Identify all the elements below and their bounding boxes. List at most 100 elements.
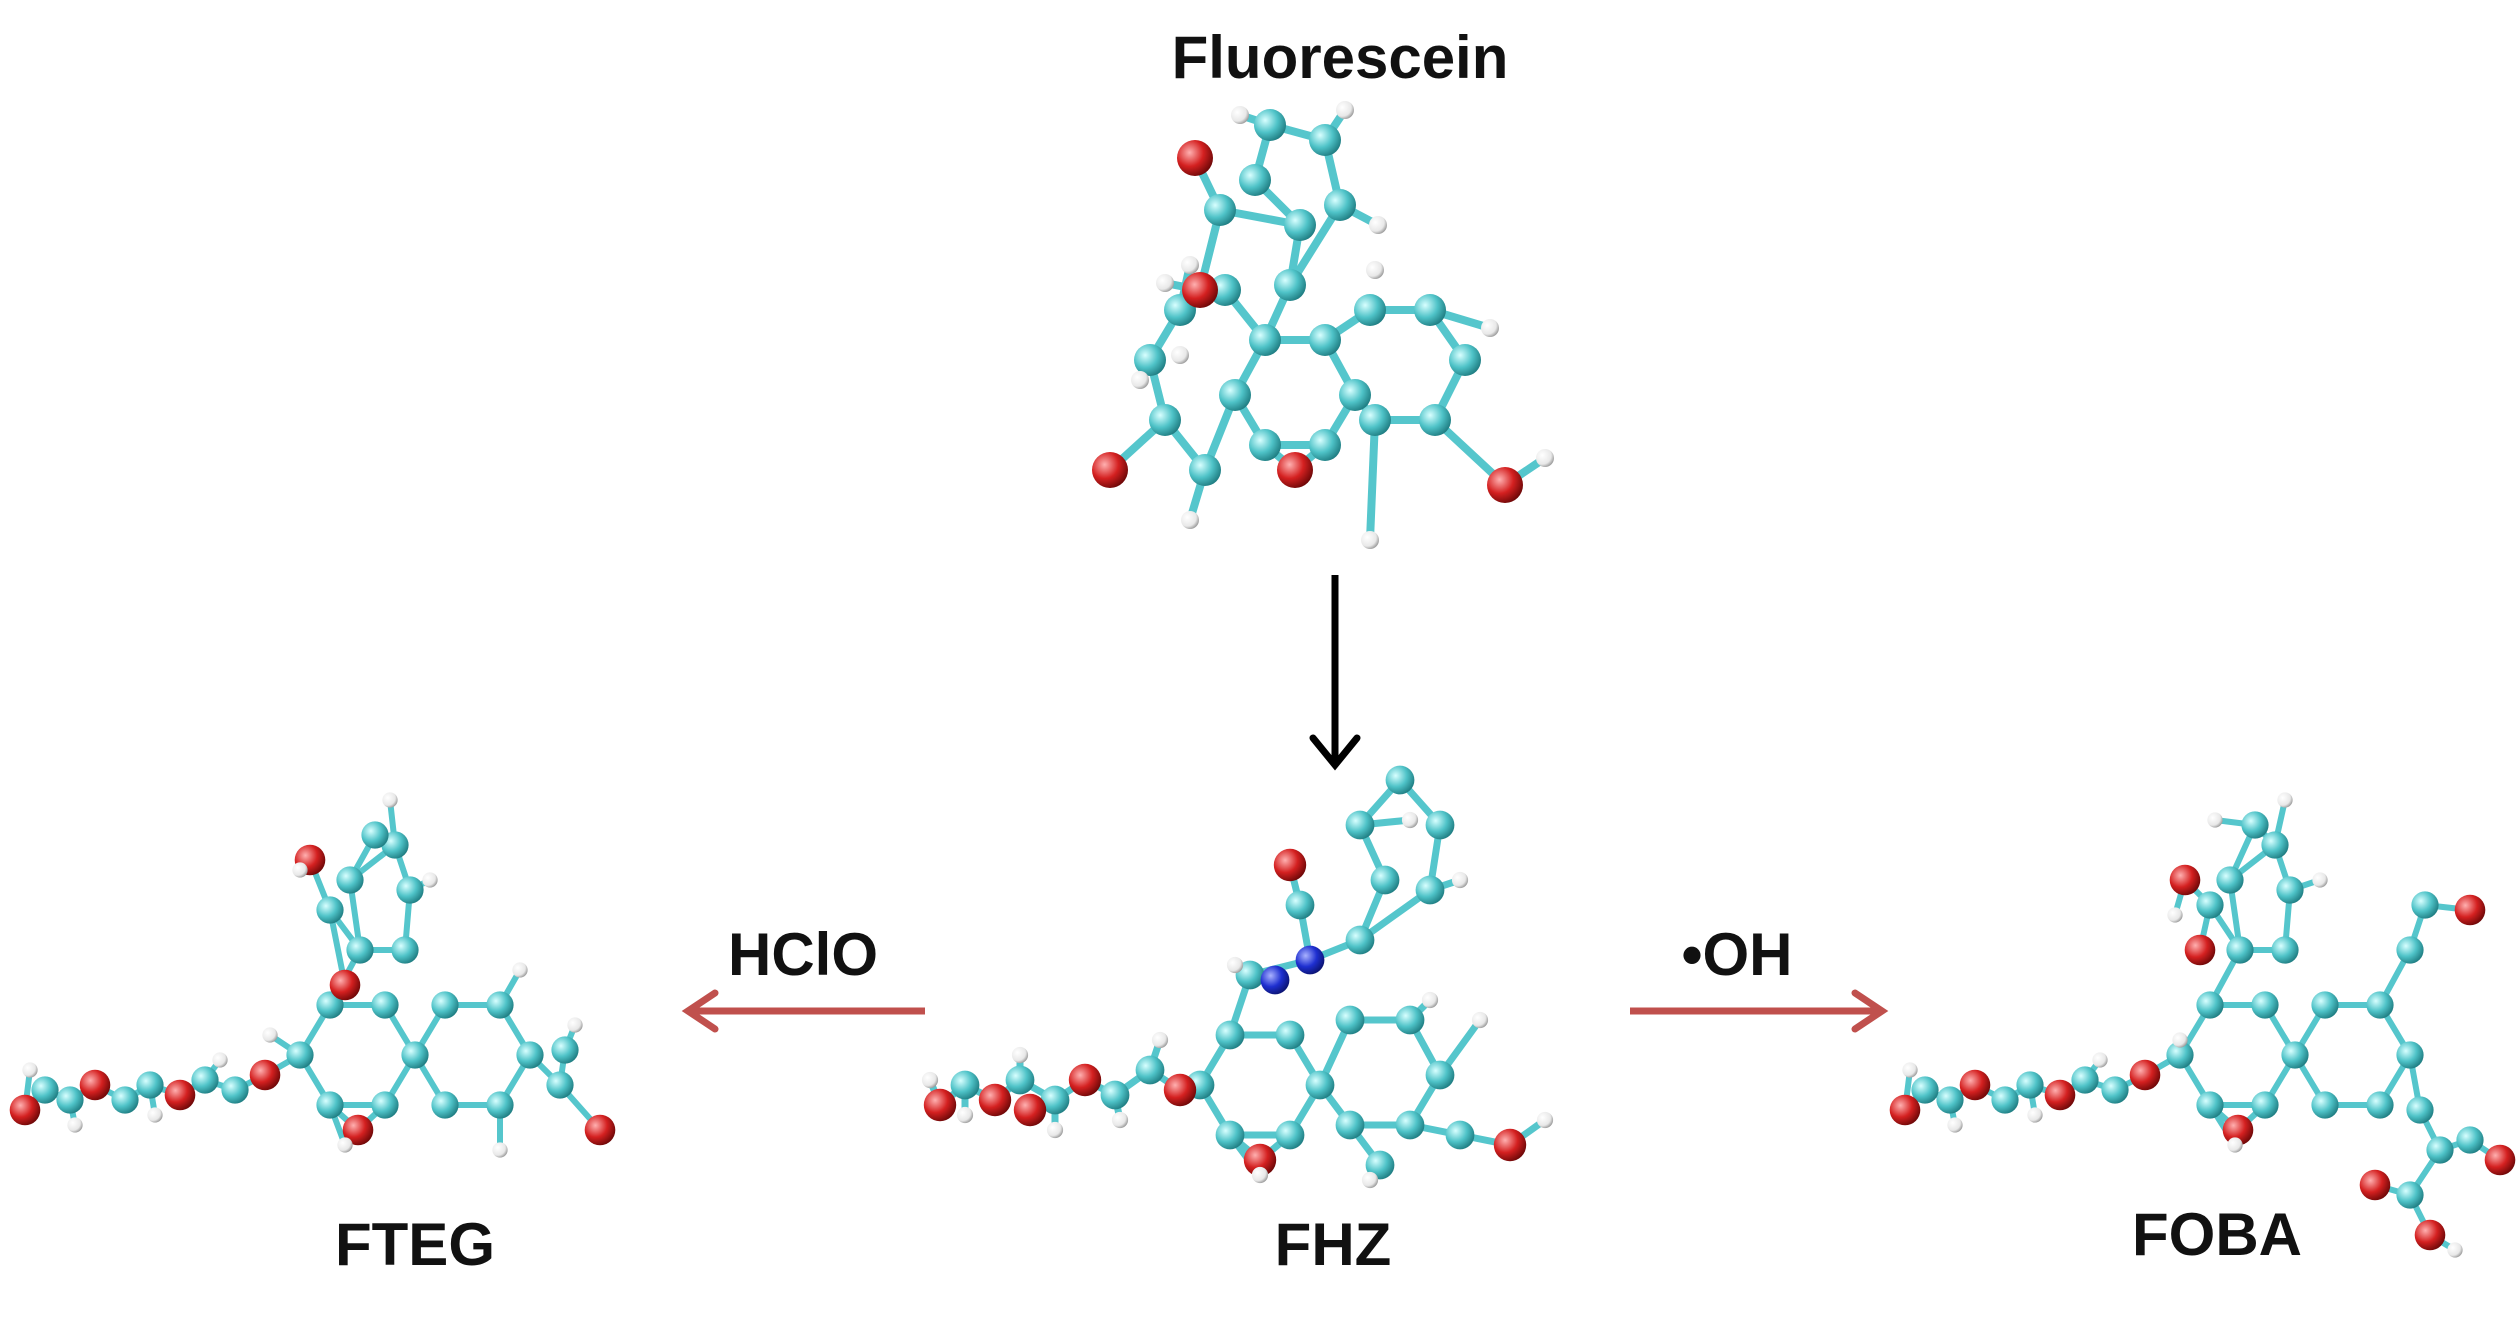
- arrow-down-icon: [1309, 575, 1361, 771]
- hclo-reagent-label: HClO: [728, 921, 878, 988]
- carbon-atom: [2261, 831, 2289, 859]
- carbon-atom: [1249, 429, 1281, 461]
- carbon-atom: [516, 1041, 544, 1069]
- carbon-atom: [1345, 925, 1375, 955]
- oxygen-atom: [1068, 1063, 1102, 1097]
- carbon-atom: [1385, 765, 1415, 795]
- carbon-atom: [2456, 1126, 2484, 1154]
- carbon-atom: [1100, 1080, 1130, 1110]
- carbon-atom: [431, 1091, 459, 1119]
- hydrogen-atom: [1336, 101, 1354, 119]
- atoms: [1889, 792, 2516, 1258]
- carbon-atom: [316, 1091, 344, 1119]
- hydrogen-atom: [1401, 811, 1419, 829]
- carbon-atom: [2271, 936, 2299, 964]
- carbon-atom: [2396, 1181, 2424, 1209]
- carbon-atom: [31, 1076, 59, 1104]
- oxygen-atom: [79, 1069, 111, 1101]
- oxygen-atom: [2222, 1114, 2254, 1146]
- oxygen-atom: [342, 1114, 374, 1146]
- carbon-atom: [1135, 1055, 1165, 1085]
- carbon-atom: [111, 1086, 139, 1114]
- hydrogen-atom: [1366, 261, 1384, 279]
- carbon-atom: [2196, 891, 2224, 919]
- hydrogen-atom: [956, 1106, 974, 1124]
- carbon-atom: [336, 866, 364, 894]
- carbon-atom: [1189, 454, 1221, 486]
- carbon-atom: [1395, 1005, 1425, 1035]
- carbon-atom: [2216, 866, 2244, 894]
- oxygen-atom: [2044, 1079, 2076, 1111]
- carbon-atom: [2166, 1041, 2194, 1069]
- oxygen-atom: [584, 1114, 616, 1146]
- carbon-atom: [56, 1086, 84, 1114]
- carbon-atom: [346, 936, 374, 964]
- carbon-atom: [1204, 194, 1236, 226]
- hydrogen-atom: [1361, 1171, 1379, 1189]
- carbon-atom: [2241, 811, 2269, 839]
- carbon-atom: [1215, 1020, 1245, 1050]
- fhz-molecule: [921, 765, 1554, 1189]
- oxygen-atom: [1243, 1143, 1277, 1177]
- arrow-left-icon: [681, 989, 925, 1033]
- oxygen-atom: [1487, 467, 1523, 503]
- carbon-atom: [551, 1036, 579, 1064]
- carbon-atom: [1309, 124, 1341, 156]
- carbon-atom: [2251, 1091, 2279, 1119]
- oxygen-atom: [2129, 1059, 2161, 1091]
- carbon-atom: [1354, 294, 1386, 326]
- hydrogen-atom: [2277, 792, 2293, 808]
- carbon-atom: [486, 1091, 514, 1119]
- carbon-atom: [1309, 429, 1341, 461]
- carbon-atom: [2101, 1076, 2129, 1104]
- hydrogen-atom: [1011, 1046, 1029, 1064]
- carbon-atom: [1324, 189, 1356, 221]
- hydrogen-atom: [2172, 1032, 2188, 1048]
- carbon-atom: [1415, 875, 1445, 905]
- oxygen-atom: [1889, 1094, 1921, 1126]
- oxygen-atom: [164, 1079, 196, 1111]
- bond: [1366, 416, 1379, 544]
- hydrogen-atom: [1481, 319, 1499, 337]
- carbon-atom: [1370, 865, 1400, 895]
- carbon-atom: [2196, 1091, 2224, 1119]
- hydrogen-atom: [1181, 256, 1199, 274]
- hydrogen-atom: [2447, 1242, 2463, 1258]
- hydrogen-atom: [2167, 907, 2183, 923]
- oxygen-atom: [1177, 140, 1213, 176]
- carbon-atom: [1275, 1120, 1305, 1150]
- hydrogen-atom: [1131, 371, 1149, 389]
- carbon-atom: [1359, 404, 1391, 436]
- carbon-atom: [2366, 991, 2394, 1019]
- hydrogen-atom: [1536, 449, 1554, 467]
- carbon-atom: [1339, 379, 1371, 411]
- carbon-atom: [2276, 876, 2304, 904]
- carbon-atom: [2396, 936, 2424, 964]
- oxygen-atom: [329, 969, 361, 1001]
- hydrogen-atom: [2092, 1052, 2108, 1068]
- hydrogen-atom: [1226, 956, 1244, 974]
- carbon-atom: [361, 821, 389, 849]
- hydrogen-atom: [1046, 1121, 1064, 1139]
- carbon-atom: [1419, 404, 1451, 436]
- hydrogen-atom: [1111, 1111, 1129, 1129]
- carbon-atom: [2311, 991, 2339, 1019]
- carbon-atom: [1425, 810, 1455, 840]
- hydrogen-atom: [1536, 1111, 1554, 1129]
- carbon-atom: [1449, 344, 1481, 376]
- hydrogen-atom: [422, 872, 438, 888]
- carbon-atom: [1414, 294, 1446, 326]
- hydrogen-atom: [1902, 1062, 1918, 1078]
- carbon-atom: [136, 1071, 164, 1099]
- atoms: [921, 765, 1554, 1189]
- hydrogen-atom: [1369, 216, 1387, 234]
- carbon-atom: [316, 896, 344, 924]
- hydrogen-atom: [1151, 1031, 1169, 1049]
- carbon-atom: [1991, 1086, 2019, 1114]
- oxygen-atom: [1277, 452, 1313, 488]
- oxygen-atom: [1163, 1073, 1197, 1107]
- hydrogen-atom: [337, 1137, 353, 1153]
- carbon-atom: [1936, 1086, 1964, 1114]
- hydrogen-atom: [1171, 346, 1189, 364]
